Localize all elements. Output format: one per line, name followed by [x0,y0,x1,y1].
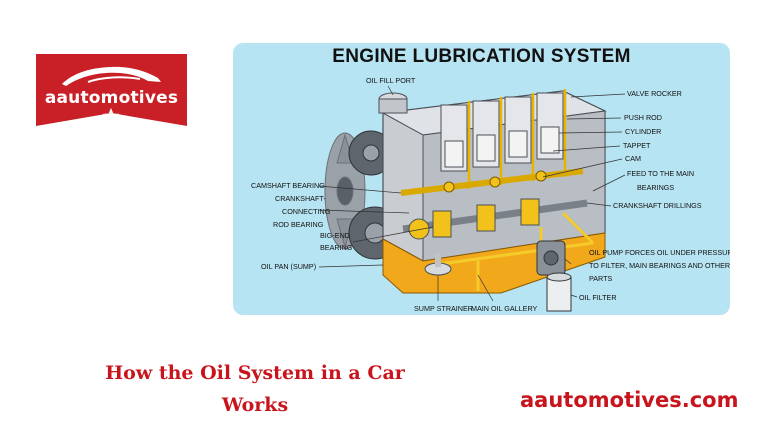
label-oil-fill-port: OIL FILL PORT [366,76,416,85]
label-oil-pump-2: TO FILTER, MAIN BEARINGS AND OTHER [589,261,730,270]
label-cylinder: CYLINDER [625,127,662,136]
car-icon [62,66,161,86]
engine-illustration [318,85,626,312]
brand-logo[interactable]: aautomotives [36,54,187,126]
oil-pump [536,240,566,276]
label-oil-filter: OIL FILTER [579,293,617,302]
label-push-rod: PUSH ROD [624,113,662,122]
oil-filter [546,272,572,312]
site-url[interactable]: aautomotives.com [520,388,739,412]
label-feed-main-bearings-2: BEARINGS [637,183,675,192]
caption-line-2: Works [221,394,289,416]
label-sump-strainer: SUMP STRAINER [414,304,473,313]
article-caption: How the Oil System in a Car Works [70,357,440,421]
crankshaft [402,198,588,240]
label-big-end-2: BEARING [320,243,353,252]
leader-lines [318,85,626,302]
diagram-title: ENGINE LUBRICATION SYSTEM [332,46,631,67]
label-crankshaft-drillings: CRANKSHAFT DRILLINGS [613,201,702,210]
label-main-oil-gallery: MAIN OIL GALLERY [471,304,538,313]
label-rod-bearing: ROD BEARING [273,220,324,229]
label-connecting: CONNECTING [282,207,331,216]
engine-diagram-panel: ENGINE LUBRICATION SYSTEM [233,43,730,315]
label-camshaft-bearing: CAMSHAFT BEARING [251,181,325,190]
label-oil-pump-3: PARTS [589,274,613,283]
label-crankshaft: CRANKSHAFT- [275,194,326,203]
star-icon [102,107,120,124]
label-cam: CAM [625,154,641,163]
brand-logo-text: aautomotives [44,88,179,108]
label-feed-main-bearings-1: FEED TO THE MAIN [627,169,695,178]
label-tappet: TAPPET [623,141,651,150]
label-valve-rocker: VALVE ROCKER [627,89,682,98]
label-oil-pump-1: OIL PUMP FORCES OIL UNDER PRESSURE [589,248,730,257]
cylinders [440,92,564,172]
caption-line-1: How the Oil System in a Car [105,362,405,384]
label-big-end-1: BIG-END [320,231,350,240]
oil-fill-cap [378,92,408,114]
label-oil-pan: OIL PAN (SUMP) [261,262,317,271]
